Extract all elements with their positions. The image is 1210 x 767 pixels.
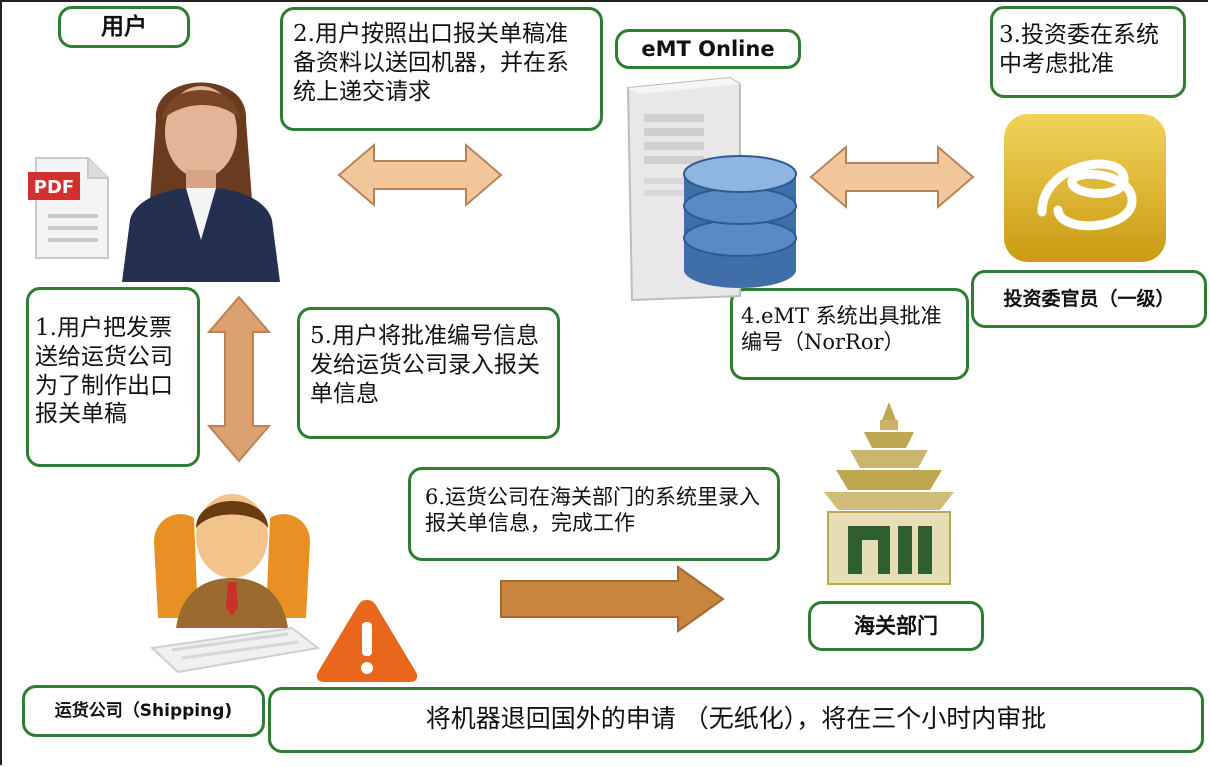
shipping-label: 运货公司（Shipping) xyxy=(54,701,233,721)
step-5-box: 5.用户将批准编号信息发给运货公司录入报关单信息 xyxy=(297,307,560,439)
footer-note: 将机器退回国外的申请 （无纸化），将在三个小时内审批 xyxy=(425,704,1047,733)
arrow-user-server xyxy=(336,142,504,208)
customs-label: 海关部门 xyxy=(854,614,938,638)
shipping-label-box: 运货公司（Shipping) xyxy=(22,685,265,737)
arrow-user-shipping xyxy=(206,294,272,464)
step-5-text: 5.用户将批准编号信息发给运货公司录入报关单信息 xyxy=(310,323,540,407)
step-2-box: 2.用户按照出口报关单稿准备资料以送回机器，并在系统上递交请求 xyxy=(280,7,603,131)
emt-online-label: eMT Online xyxy=(641,37,775,61)
customs-emblem-icon xyxy=(814,398,964,588)
warning-icon xyxy=(312,594,422,686)
arrow-shipping-customs xyxy=(498,564,726,634)
boi-officer-label: 投资委官员（一级） xyxy=(1003,288,1175,310)
step-1-text: 1.用户把发票送给运货公司为了制作出口报关单稿 xyxy=(35,315,173,428)
arrow-server-boi xyxy=(808,144,976,210)
step-4-text: 4.eMT 系统出具批准编号（NorRor） xyxy=(741,304,942,355)
step-2-text: 2.用户按照出口报关单稿准备资料以送回机器，并在系统上递交请求 xyxy=(293,21,569,105)
footer-note-box: 将机器退回国外的申请 （无纸化），将在三个小时内审批 xyxy=(268,687,1204,753)
step-6-text: 6.运货公司在海关部门的系统里录入报关单信息，完成工作 xyxy=(425,485,761,536)
shipping-clerk-icon xyxy=(142,478,322,674)
step-1-box: 1.用户把发票送给运货公司为了制作出口报关单稿 xyxy=(26,287,200,467)
boi-logo-icon xyxy=(1002,112,1168,264)
step-4-box: 4.eMT 系统出具批准编号（NorRor） xyxy=(730,288,969,380)
emt-online-label-box: eMT Online xyxy=(615,29,801,69)
user-label: 用户 xyxy=(101,14,147,40)
pdf-document-icon: PDF xyxy=(26,154,116,264)
customs-label-box: 海关部门 xyxy=(808,601,984,651)
pdf-label: PDF xyxy=(34,177,74,198)
user-avatar-icon xyxy=(116,50,286,282)
emt-server-database-icon xyxy=(620,74,810,306)
step-3-box: 3.投资委在系统中考虑批准 xyxy=(990,6,1186,98)
step-3-text: 3.投资委在系统中考虑批准 xyxy=(999,22,1159,77)
user-label-box: 用户 xyxy=(58,6,190,48)
boi-officer-label-box: 投资委官员（一级） xyxy=(971,270,1207,328)
step-6-box: 6.运货公司在海关部门的系统里录入报关单信息，完成工作 xyxy=(408,467,780,561)
